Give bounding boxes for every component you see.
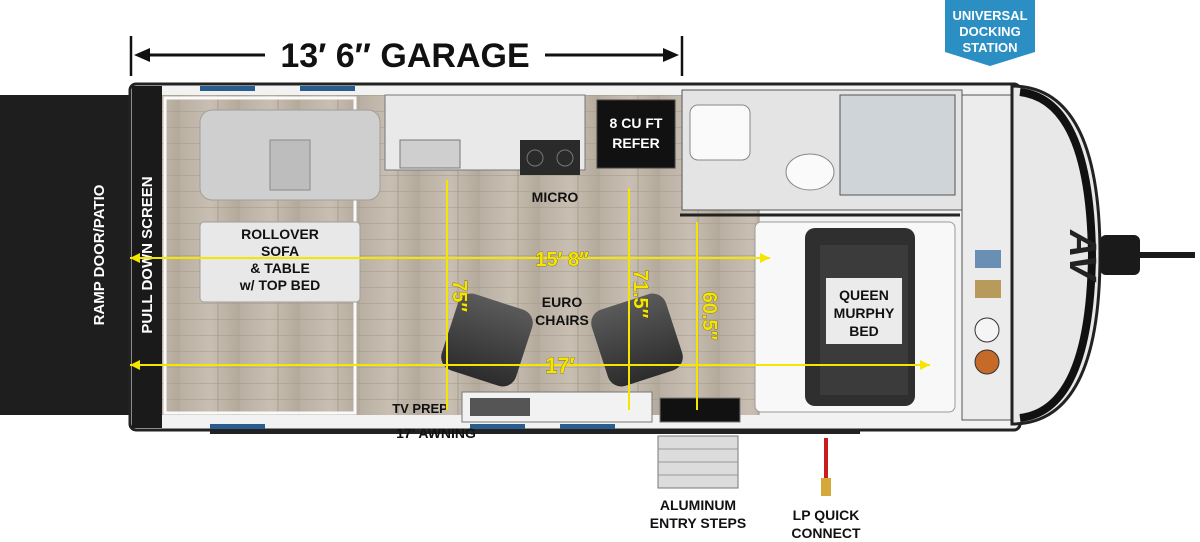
docking-station-badge: UNIVERSAL DOCKING STATION — [945, 0, 1035, 66]
bed-line3: BED — [849, 323, 879, 339]
height-715-dimension: 71.5″ — [629, 270, 651, 319]
dimension-lines: 15′ 8″ 17′ 75″ 71.5″ 60.5″ — [130, 180, 930, 410]
micro-label: MICRO — [532, 189, 579, 205]
entry-mat — [659, 397, 741, 423]
hitch-jack — [1100, 235, 1140, 275]
docking-line2: DOCKING — [959, 24, 1020, 39]
sofa-line3: & TABLE — [250, 260, 310, 276]
ball-icon — [974, 317, 1000, 343]
ramp-door-label: RAMP DOOR/PATIO — [91, 184, 108, 325]
refer-line2: REFER — [612, 135, 659, 151]
storage-box — [975, 280, 1001, 298]
ball-icon — [974, 349, 1000, 375]
docking-line1: UNIVERSAL — [952, 8, 1027, 23]
window-icon — [200, 86, 255, 91]
sofa-line4: w/ TOP BED — [239, 277, 320, 293]
sofa-table — [269, 139, 311, 191]
steps-line1: ALUMINUM — [660, 497, 736, 513]
window-icon — [560, 424, 615, 429]
euro-line1: EURO — [542, 294, 583, 310]
sofa-line1: ROLLOVER — [241, 226, 319, 242]
sofa-line2: SOFA — [261, 243, 299, 259]
pull-down-screen-label: PULL DOWN SCREEN — [139, 176, 156, 333]
garage-dimension: 13′ 6″ GARAGE — [129, 36, 684, 76]
bed-line1: QUEEN — [839, 287, 889, 303]
toilet-icon — [785, 153, 835, 191]
stove-icon — [520, 140, 580, 175]
window-icon — [210, 424, 265, 429]
lp-line1: LP QUICK — [793, 507, 860, 523]
euro-chair-left — [441, 293, 533, 387]
height-605-dimension: 60.5″ — [698, 292, 720, 341]
awning-label: 17′ AWNING — [396, 425, 476, 441]
width-dimension: 15′ 8″ — [535, 249, 589, 271]
euro-chair-right — [591, 293, 683, 387]
lp-line2: CONNECT — [791, 525, 861, 541]
refrigerator — [596, 99, 676, 169]
sofa-label-panel — [199, 221, 361, 303]
tv-prep-label: TV PREP — [392, 401, 448, 416]
ramp-door — [0, 95, 130, 415]
sink — [399, 139, 461, 169]
window-icon — [300, 86, 355, 91]
window-icon — [470, 424, 525, 429]
storage-box — [975, 250, 1001, 268]
brand-logo: AV — [1061, 229, 1103, 283]
bed-line2: MURPHY — [834, 305, 895, 321]
bath-sink — [689, 104, 751, 161]
steps-line2: ENTRY STEPS — [650, 515, 746, 531]
height-75-dimension: 75″ — [448, 280, 470, 312]
lp-connector-icon — [821, 478, 831, 496]
shower — [839, 94, 956, 196]
garage-label: 13′ 6″ GARAGE — [280, 37, 529, 75]
euro-line2: CHAIRS — [535, 312, 589, 328]
refer-line1: 8 CU FT — [610, 115, 663, 131]
length-dimension: 17′ — [545, 353, 575, 378]
docking-line3: STATION — [962, 40, 1017, 55]
